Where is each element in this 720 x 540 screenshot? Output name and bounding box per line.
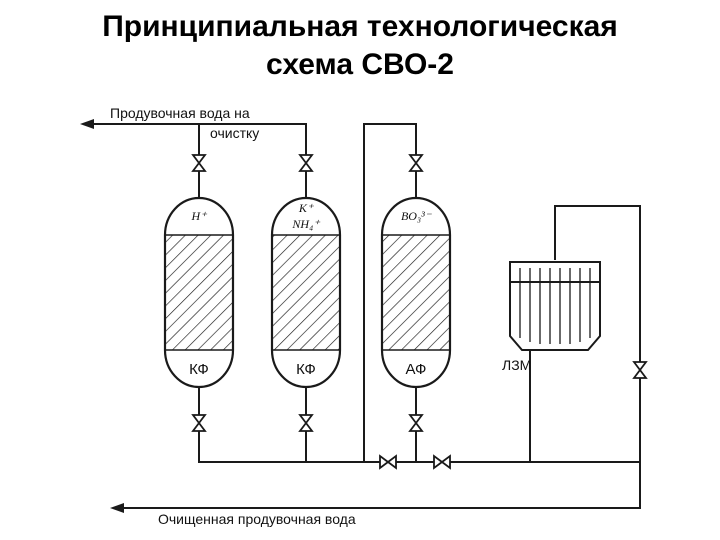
filter-3-type: АФ: [406, 361, 427, 378]
title-line-1: Принципиальная технологическая: [102, 10, 618, 43]
valve-bypass-left: [379, 454, 397, 470]
title-line-2: схема СВО-2: [266, 48, 454, 81]
valve-filter2-bottom: [298, 414, 314, 432]
valve-filter3-bottom: [408, 414, 424, 432]
pipe-trap-outlet: [554, 205, 641, 462]
filter-2-ion-1: K⁺: [298, 201, 315, 215]
flow-label-blowdown-2: очистку: [210, 125, 259, 141]
valve-filter2-top: [298, 154, 314, 172]
filter-1-type: КФ: [189, 361, 209, 378]
pipe-blowdown-header: [92, 123, 307, 200]
filter-3-ion: BO₃³⁻: [401, 209, 433, 223]
filter-2-type: КФ: [296, 361, 316, 378]
valve-filter3-top: [408, 154, 424, 172]
valve-bypass-right: [433, 454, 451, 470]
valve-filter1-bottom: [191, 414, 207, 432]
filter-2-ion-2: NH₄⁺: [291, 217, 321, 231]
filter-vessel-3: [380, 196, 452, 389]
pipe-bottom-collector: [122, 384, 641, 509]
diagram-title: Принципиальная технологическая схема СВО…: [0, 8, 720, 84]
arrow-blowdown-out: [80, 119, 94, 129]
flow-label-blowdown-1: Продувочная вода на: [110, 105, 250, 121]
filter-1-ion: H⁺: [191, 209, 209, 223]
filter-vessel-2: [270, 196, 342, 389]
valve-trap-outlet: [632, 361, 648, 379]
filter-vessel-1: [163, 196, 235, 389]
trap-label: ЛЗМ: [502, 357, 531, 373]
flow-label-purified: Очищенная продувочная вода: [158, 511, 356, 527]
valve-filter1-top: [191, 154, 207, 172]
arrow-purified-out: [110, 503, 124, 513]
trap-vessel: [509, 261, 601, 351]
